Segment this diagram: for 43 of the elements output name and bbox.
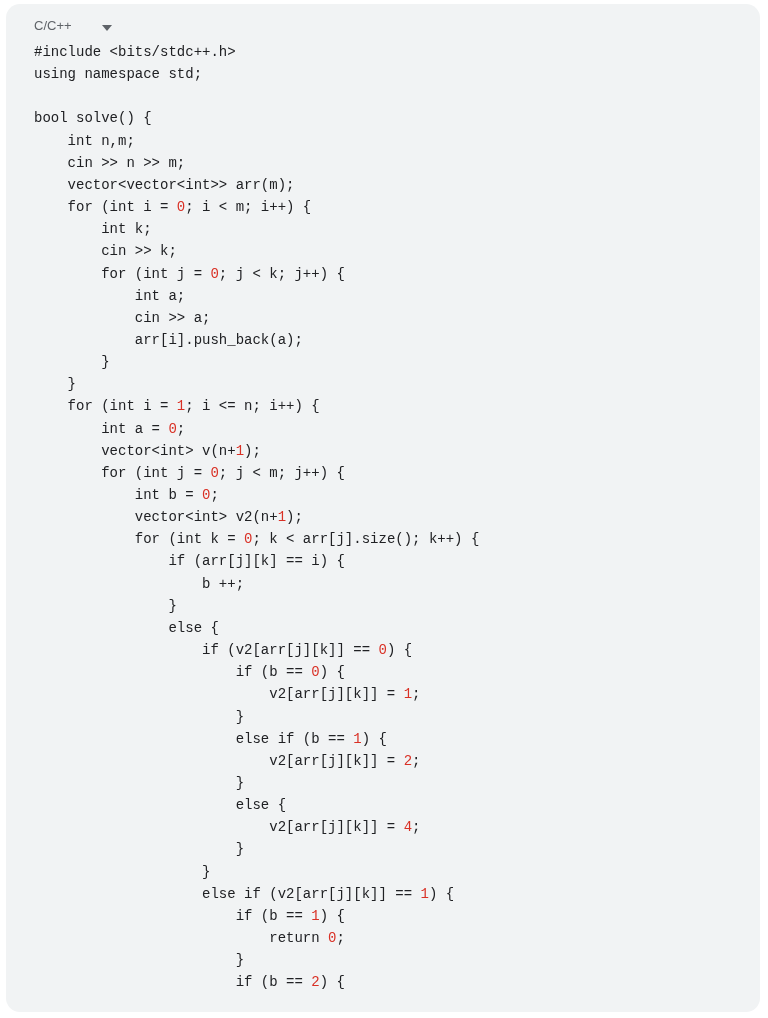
code-line: return 0; [268, 929, 345, 947]
code-line: v2[arr[j][k]] = 1; [268, 685, 421, 704]
code-line: if (b == 1) { [234, 906, 345, 925]
code-line: } [167, 596, 177, 615]
code-line: cin >> n >> m; [66, 153, 186, 172]
code-line: } [234, 707, 245, 726]
code-line: } [100, 353, 110, 372]
code-line: for (int j = 0; j < k; j++) { [100, 264, 345, 283]
code-line: } [234, 773, 245, 792]
code-line: int n,m; [66, 131, 135, 150]
code-line: for (int j = 0; j < m; j++) { [100, 463, 345, 482]
code-line: if (b == 0) { [234, 663, 345, 682]
code-line: vector<vector<int>> arr(m); [66, 175, 295, 194]
code-line: for (int i = 1; i <= n; i++) { [66, 397, 320, 416]
code-line: for (int k = 0; k < arr[j].size(); k++) { [133, 530, 480, 549]
code-line: else if (b == 1) { [234, 729, 387, 748]
code-line: else { [167, 618, 219, 637]
code-line: int b = 0; [133, 486, 219, 504]
code-line: if (v2[arr[j][k]] == 0) { [201, 641, 413, 660]
code-line: int a; [133, 286, 186, 305]
code-line: int k; [100, 220, 152, 239]
code-line: cin >> k; [100, 242, 177, 261]
language-selector: C/C++ [34, 18, 72, 33]
code-line: arr[i].push_back(a); [133, 330, 303, 349]
code-line: if (b == 2) { [234, 973, 345, 992]
code-line: else if (v2[arr[j][k]] == 1) { [201, 884, 455, 903]
code-line: #include <bits/stdc++.h> [34, 43, 236, 61]
code-line: } [66, 375, 76, 394]
code-line: } [234, 840, 245, 859]
code-line: } [201, 862, 211, 881]
code-line: if (arr[j][k] == i) { [167, 552, 345, 571]
code-line: cin >> a; [133, 308, 211, 327]
code-line: bool solve() { [34, 109, 152, 128]
code-line: vector<int> v(n+1); [100, 441, 261, 460]
code-line: using namespace std; [34, 65, 203, 84]
code-line: else { [234, 796, 287, 815]
code-line: b ++; [201, 574, 245, 593]
code-line: for (int i = 0; i < m; i++) { [66, 198, 312, 217]
code-line: v2[arr[j][k]] = 4; [268, 818, 421, 837]
code-line: int a = 0; [100, 419, 186, 438]
code-line: } [234, 951, 245, 970]
code-line: v2[arr[j][k]] = 2; [268, 751, 421, 770]
code-line: vector<int> v2(n+1); [133, 508, 303, 527]
